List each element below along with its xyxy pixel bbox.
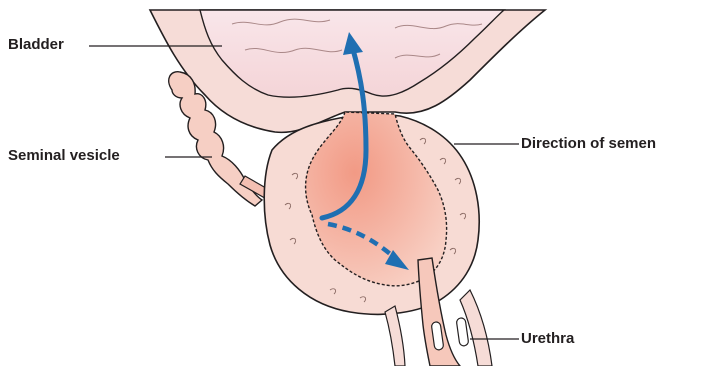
sphincter-right [456, 317, 469, 346]
urethra-label: Urethra [521, 331, 574, 346]
direction-of-semen-label: Direction of semen [521, 136, 656, 151]
bladder-label: Bladder [8, 37, 64, 52]
pelvic-floor-left [385, 306, 405, 366]
seminal-vesicle-label: Seminal vesicle [8, 148, 120, 163]
